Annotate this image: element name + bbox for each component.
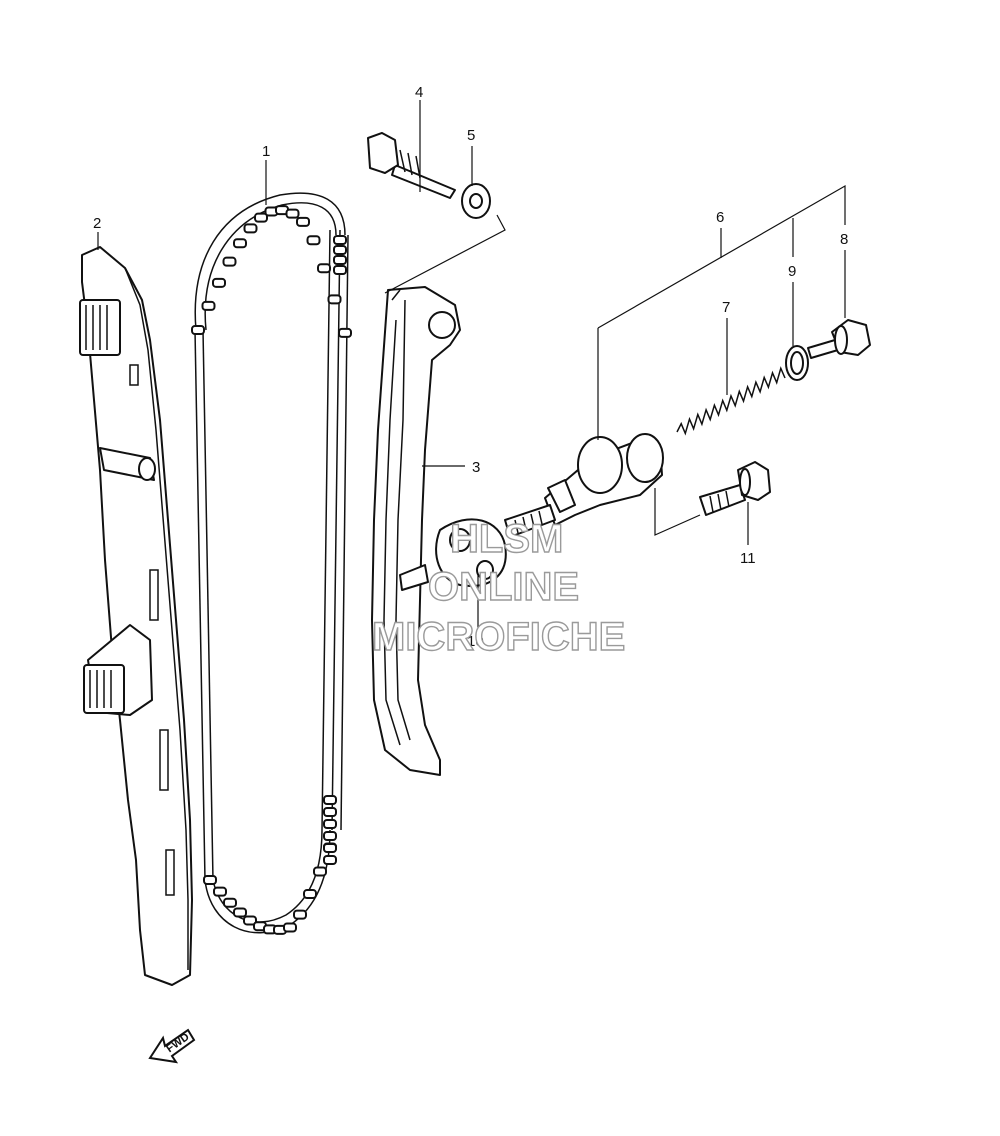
washer[interactable] — [461, 183, 491, 219]
chain-link — [333, 255, 347, 265]
mount-bolt[interactable] — [699, 461, 771, 516]
chain-link — [323, 807, 337, 817]
chain-link — [203, 875, 217, 885]
chain-link — [333, 265, 347, 275]
pivot-bolt[interactable] — [367, 132, 456, 199]
chain-link — [243, 915, 257, 926]
callouts: 1 2 3 4 5 6 7 8 9 10 11 — [93, 84, 848, 650]
chain-link — [333, 245, 347, 255]
callout-5: 5 — [467, 127, 475, 144]
cap-bolt[interactable] — [807, 319, 871, 359]
chain-link — [191, 325, 205, 335]
callout-1: 1 — [262, 143, 270, 160]
chain-link — [223, 897, 237, 908]
chain-link — [323, 855, 337, 865]
chain-link — [338, 327, 352, 338]
chain-link — [327, 294, 342, 305]
chain-link — [333, 235, 347, 245]
chain-link — [317, 263, 331, 274]
callout-10: 10 — [467, 633, 484, 650]
watermark-line-3: MICROFICHE — [372, 615, 625, 659]
chain-link — [323, 819, 337, 829]
cam-chain[interactable] — [191, 192, 352, 935]
callout-9: 9 — [788, 263, 796, 280]
chain-link — [293, 909, 307, 920]
forward-arrow-icon: FWD — [148, 1028, 196, 1064]
callout-3: 3 — [472, 459, 480, 476]
chain-guide[interactable] — [79, 246, 193, 986]
chain-link — [323, 843, 337, 853]
chain-link — [212, 277, 226, 288]
chain-link — [254, 212, 268, 223]
chain-link — [233, 907, 247, 918]
chain-link — [296, 216, 310, 227]
callout-6: 6 — [716, 209, 724, 226]
callout-8: 8 — [840, 231, 848, 248]
chain-link — [243, 223, 258, 234]
tensioner-adjuster[interactable] — [435, 433, 664, 587]
o-ring[interactable] — [785, 345, 809, 381]
chain-link — [323, 831, 337, 841]
callout-2: 2 — [93, 215, 101, 232]
chain-link — [283, 922, 297, 933]
callout-7: 7 — [722, 299, 730, 316]
chain-link — [222, 256, 237, 267]
tensioner-arm[interactable] — [371, 286, 461, 776]
chain-link — [285, 208, 300, 219]
chain-link — [313, 866, 327, 877]
callout-4: 4 — [415, 84, 423, 101]
chain-link — [303, 889, 317, 900]
watermark: HLSM ONLINE MICROFICHE — [371, 516, 626, 659]
watermark-line-1: HLSM — [450, 517, 563, 561]
chain-link — [233, 238, 247, 249]
chain-link — [323, 795, 337, 805]
leader-lines — [97, 100, 846, 628]
callout-11: 11 — [740, 550, 756, 567]
spring[interactable] — [676, 366, 786, 436]
watermark-line-2: ONLINE — [428, 565, 579, 609]
chain-link — [213, 886, 227, 897]
chain-link — [306, 235, 321, 246]
chain-link — [201, 300, 216, 311]
